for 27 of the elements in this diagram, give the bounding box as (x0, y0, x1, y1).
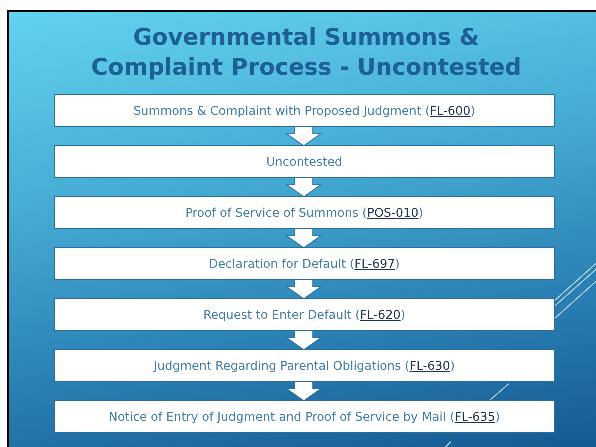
step-box (54, 94, 555, 127)
step-box (54, 298, 555, 331)
step-text: Proof of Service of Summons (POS-010) (186, 206, 424, 220)
step-text: Request to Enter Default (FL-620) (203, 308, 406, 322)
form-link: FL-697 (354, 256, 396, 270)
step-text: Summons & Complaint with Proposed Judgment (FL-600) (134, 104, 476, 118)
step-box (54, 349, 555, 382)
block-arrow (286, 126, 322, 146)
step-text: Notice of Entry of Judgment and Proof of Service by Mail (FL-635) (108, 410, 500, 424)
block-arrow (286, 176, 322, 198)
form-link: FL-630 (410, 358, 450, 372)
form-link: FL-600 (430, 104, 471, 118)
step-text: Judgment Regarding Parental Obligations (FL-630) (154, 358, 456, 372)
block-arrow (286, 330, 322, 350)
form-link: POS-010 (367, 206, 419, 220)
form-link: FL-620 (360, 308, 401, 322)
step-box (54, 145, 555, 178)
step-text: Declaration for Default (FL-697) (209, 256, 400, 270)
slide-title: Governmental Summons & Complaint Process - Uncontested (90, 24, 523, 83)
form-link: FL-635 (454, 410, 496, 424)
step-box (54, 400, 555, 433)
step-box (54, 196, 555, 229)
block-arrow (286, 228, 322, 248)
step-box (54, 247, 555, 280)
block-arrow (286, 278, 322, 300)
step-text: Uncontested (266, 154, 342, 168)
block-arrow (286, 380, 322, 402)
